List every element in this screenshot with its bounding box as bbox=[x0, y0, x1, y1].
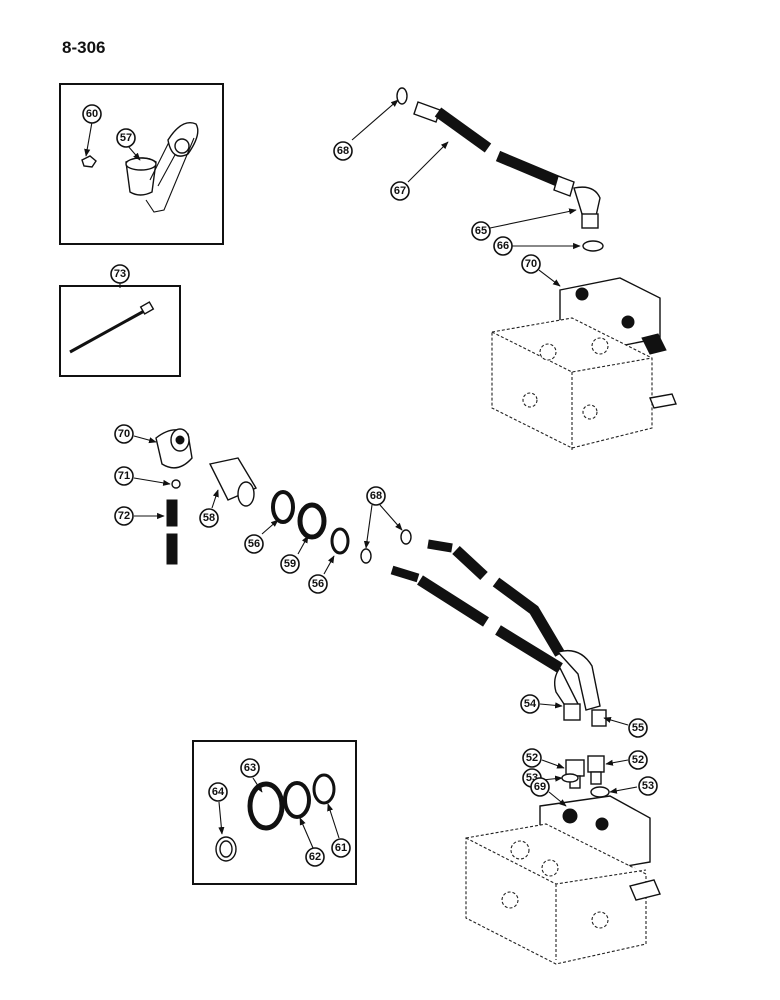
svg-text:62: 62 bbox=[309, 851, 321, 863]
callout-65: 65 bbox=[471, 221, 491, 241]
callout-58: 58 bbox=[199, 508, 219, 528]
seal-rings-part bbox=[215, 773, 336, 862]
svg-text:66: 66 bbox=[497, 240, 509, 252]
leader-lines bbox=[84, 99, 638, 849]
svg-text:68: 68 bbox=[337, 145, 349, 157]
callout-57: 57 bbox=[116, 128, 136, 148]
callout-70-top: 70 bbox=[521, 254, 541, 274]
svg-text:55: 55 bbox=[632, 722, 644, 734]
svg-text:72: 72 bbox=[118, 510, 130, 522]
callout-62: 62 bbox=[305, 847, 325, 867]
callout-56-right: 56 bbox=[308, 574, 328, 594]
inset-box-cable-tie bbox=[59, 285, 181, 377]
svg-text:57: 57 bbox=[120, 132, 132, 144]
svg-text:60: 60 bbox=[86, 108, 98, 120]
svg-text:71: 71 bbox=[118, 470, 130, 482]
callout-67: 67 bbox=[390, 181, 410, 201]
svg-text:56: 56 bbox=[312, 578, 324, 590]
svg-text:70: 70 bbox=[118, 428, 130, 440]
callout-53-right: 53 bbox=[638, 776, 658, 796]
svg-text:68: 68 bbox=[370, 490, 382, 502]
svg-text:73: 73 bbox=[114, 268, 126, 280]
callout-70-left: 70 bbox=[114, 424, 134, 444]
callout-69: 69 bbox=[530, 777, 550, 797]
callout-61: 61 bbox=[331, 838, 351, 858]
svg-text:63: 63 bbox=[244, 762, 256, 774]
dust-cap-part bbox=[81, 122, 199, 213]
svg-text:61: 61 bbox=[335, 842, 347, 854]
svg-text:53: 53 bbox=[642, 780, 654, 792]
callout-52-left: 52 bbox=[522, 748, 542, 768]
callout-55: 55 bbox=[628, 718, 648, 738]
hose-assembly-lower bbox=[360, 529, 607, 727]
coupler-parts bbox=[155, 428, 350, 565]
callout-73: 73 bbox=[110, 264, 130, 284]
page-number: 8-306 bbox=[62, 38, 106, 57]
adapter-fittings bbox=[561, 755, 610, 798]
valve-block-upper bbox=[491, 277, 677, 452]
callout-72: 72 bbox=[114, 506, 134, 526]
callout-71: 71 bbox=[114, 466, 134, 486]
svg-text:70: 70 bbox=[525, 258, 537, 270]
callout-52-right: 52 bbox=[628, 750, 648, 770]
callout-54: 54 bbox=[520, 694, 540, 714]
svg-text:59: 59 bbox=[284, 558, 296, 570]
callout-68-top: 68 bbox=[333, 141, 353, 161]
hose-assembly-top bbox=[396, 87, 604, 252]
callout-63: 63 bbox=[240, 758, 260, 778]
svg-text:52: 52 bbox=[526, 752, 538, 764]
svg-text:52: 52 bbox=[632, 754, 644, 766]
valve-block-lower bbox=[465, 795, 661, 965]
svg-text:56: 56 bbox=[248, 538, 260, 550]
inset-box-coupler-cap bbox=[59, 83, 224, 245]
svg-text:69: 69 bbox=[534, 781, 546, 793]
callout-68-bottom: 68 bbox=[366, 486, 386, 506]
callout-64: 64 bbox=[208, 782, 228, 802]
svg-text:67: 67 bbox=[394, 185, 406, 197]
svg-text:58: 58 bbox=[203, 512, 215, 524]
callout-59: 59 bbox=[280, 554, 300, 574]
cable-tie-part bbox=[69, 301, 155, 354]
callout-66: 66 bbox=[493, 236, 513, 256]
callout-60: 60 bbox=[82, 104, 102, 124]
callout-56-left: 56 bbox=[244, 534, 264, 554]
inset-box-seal-kit bbox=[192, 740, 357, 885]
svg-text:54: 54 bbox=[524, 698, 537, 710]
svg-text:64: 64 bbox=[212, 786, 225, 798]
svg-text:65: 65 bbox=[475, 225, 487, 237]
